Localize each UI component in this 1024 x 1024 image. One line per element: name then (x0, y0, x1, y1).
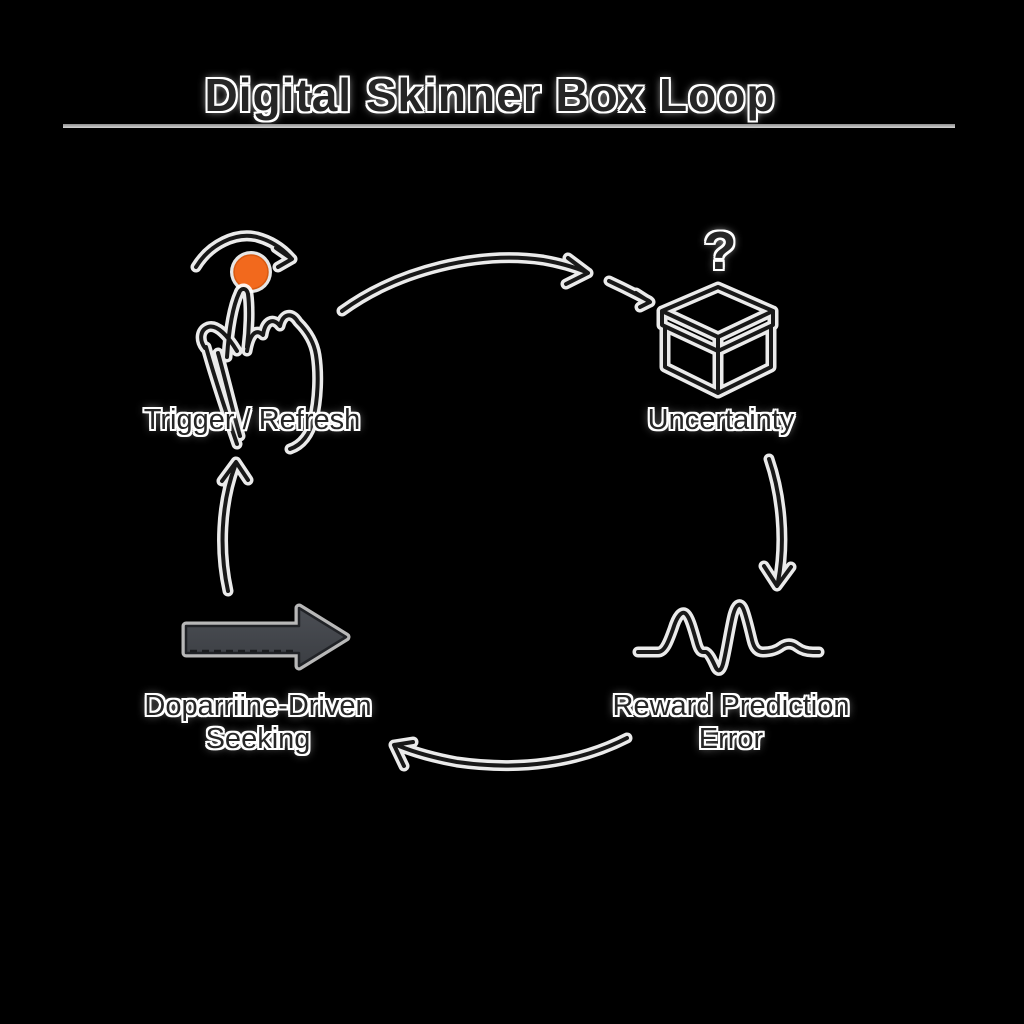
title-separator (63, 124, 955, 128)
tap-gesture-arc (190, 230, 298, 273)
cycle-arrow-top (336, 252, 656, 317)
uncertainty-label: Uncertainty (647, 404, 795, 436)
reward-label-line2: Error (698, 723, 764, 755)
spike-waveform-icon (632, 599, 825, 676)
dopamine-label-line1: Doparriine-Driven (144, 690, 372, 722)
page-title: Digital Skinner Box Loop (204, 69, 776, 121)
dopamine-driven-seeking-label: Doparriine-Driven Seeking (144, 690, 371, 756)
reward-label-line1: Reward Prediction (612, 690, 850, 722)
cycle-arrow-right (758, 453, 797, 592)
trigger-refresh-label: Trigger / Refresh (143, 404, 361, 436)
question-mark-glyph: ? (703, 221, 737, 281)
mystery-box-icon (656, 281, 779, 399)
solid-right-arrow-icon (181, 603, 351, 671)
tap-button-dot (230, 251, 272, 293)
reward-prediction-error-label: Reward Prediction Error (613, 690, 850, 756)
dopamine-label-line2: Seeking (205, 723, 311, 755)
tap-hand-icon (195, 283, 324, 455)
cycle-arrow-left (216, 456, 254, 597)
cycle-arrow-bottom (388, 732, 633, 772)
